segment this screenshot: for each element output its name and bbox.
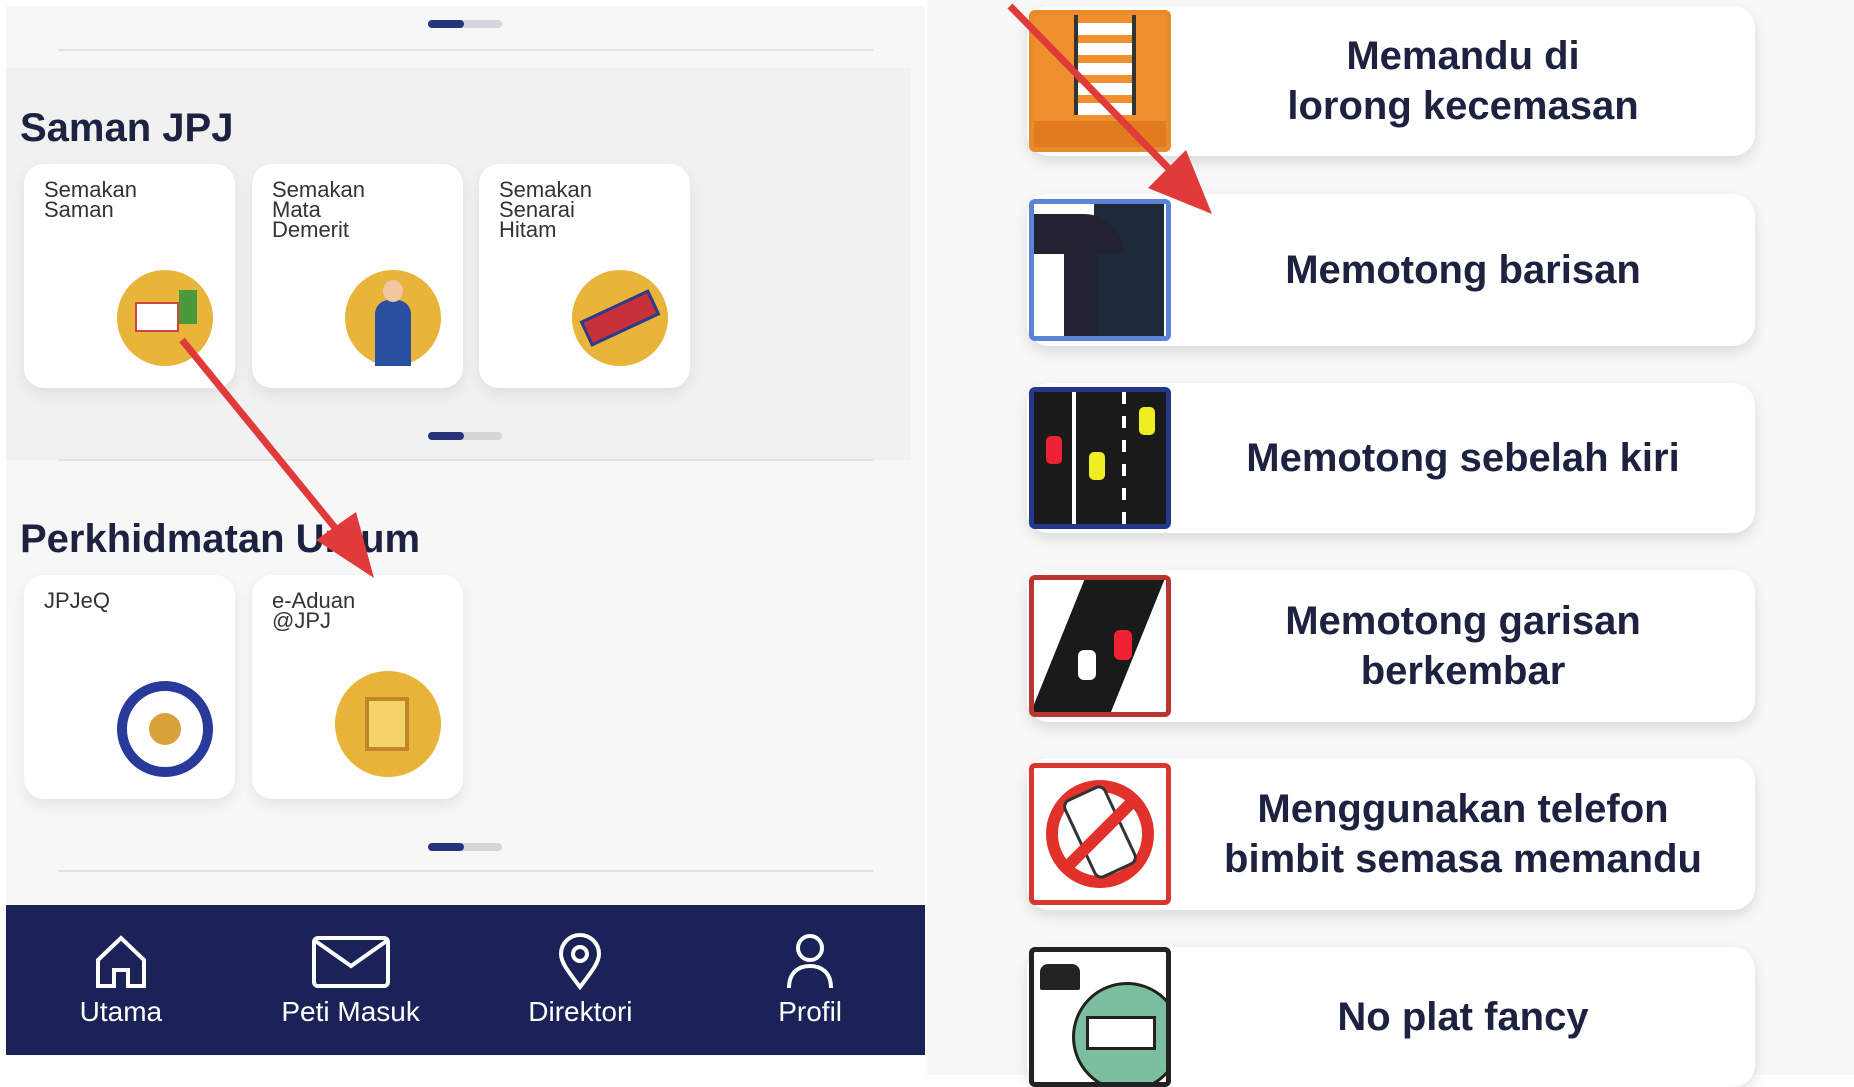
offence-item[interactable]: Memotong sebelah kiri xyxy=(1027,383,1755,533)
bottom-navigation: Utama Peti Masuk Direktori Profil xyxy=(6,905,925,1055)
card-label: e-Aduan @JPJ xyxy=(272,588,356,633)
offence-label: No plat fancy xyxy=(1337,995,1589,1039)
card-label: Semakan Saman xyxy=(44,177,137,222)
queue-emblem-icon xyxy=(117,681,213,777)
emergency-lane-icon xyxy=(1029,10,1171,152)
summons-card-icon xyxy=(117,270,213,366)
offence-item[interactable]: Memotong barisan xyxy=(1027,194,1755,346)
demerit-man-icon xyxy=(345,270,441,366)
section-title-perkhidmatan-umum: Perkhidmatan Umum xyxy=(20,517,421,561)
card-jpjeq[interactable]: JPJeQ xyxy=(24,575,235,799)
card-label: JPJeQ xyxy=(44,588,111,613)
offence-item[interactable]: No plat fancy xyxy=(1027,947,1755,1087)
carousel-indicator[interactable] xyxy=(428,432,502,440)
mail-icon xyxy=(311,936,390,988)
nav-label: Profil xyxy=(778,996,843,1027)
user-icon xyxy=(787,934,834,989)
offence-label: Memandu di lorong kecemasan xyxy=(1287,34,1639,128)
nav-peti-masuk[interactable]: Peti Masuk xyxy=(236,905,466,1055)
double-line-overtake-icon xyxy=(1029,575,1171,717)
card-semakan-saman[interactable]: Semakan Saman xyxy=(24,164,235,388)
nav-profil[interactable]: Profil xyxy=(695,905,925,1055)
card-semakan-mata-demerit[interactable]: Semakan Mata Demerit xyxy=(252,164,463,388)
nav-utama[interactable]: Utama xyxy=(6,905,236,1055)
offence-item[interactable]: Memotong garisan berkembar xyxy=(1027,570,1755,722)
offence-label: Memotong barisan xyxy=(1285,248,1641,292)
left-overtake-icon xyxy=(1029,387,1171,529)
section-title-saman: Saman JPJ xyxy=(20,106,234,150)
nav-label: Utama xyxy=(79,996,163,1027)
offence-label: Memotong sebelah kiri xyxy=(1246,436,1680,480)
blacklist-banner-icon xyxy=(572,270,668,366)
queue-cutting-icon xyxy=(1029,199,1171,341)
card-label: Semakan Mata Demerit xyxy=(272,177,365,242)
card-semakan-senarai-hitam[interactable]: Semakan Senarai Hitam xyxy=(479,164,690,388)
offence-label: Memotong garisan berkembar xyxy=(1285,599,1641,693)
offence-list-screen xyxy=(927,0,1854,1075)
complaint-document-icon xyxy=(335,671,441,777)
nav-direktori[interactable]: Direktori xyxy=(466,905,696,1055)
card-label: Semakan Senarai Hitam xyxy=(499,177,592,242)
divider xyxy=(58,459,873,461)
offence-label: Menggunakan telefon bimbit semasa memand… xyxy=(1224,787,1702,881)
nav-label: Peti Masuk xyxy=(281,996,420,1027)
carousel-indicator[interactable] xyxy=(428,843,502,851)
divider xyxy=(58,870,873,872)
nav-label: Direktori xyxy=(528,996,633,1027)
card-e-aduan[interactable]: e-Aduan @JPJ xyxy=(252,575,463,799)
offence-item[interactable]: Menggunakan telefon bimbit semasa memand… xyxy=(1027,758,1755,910)
home-icon xyxy=(95,935,146,988)
location-pin-icon xyxy=(559,933,602,990)
offence-item[interactable]: Memandu di lorong kecemasan xyxy=(1027,6,1755,156)
divider xyxy=(58,49,873,51)
carousel-indicator[interactable] xyxy=(428,20,502,28)
no-phone-icon xyxy=(1029,763,1171,905)
fancy-plate-icon xyxy=(1029,947,1171,1087)
